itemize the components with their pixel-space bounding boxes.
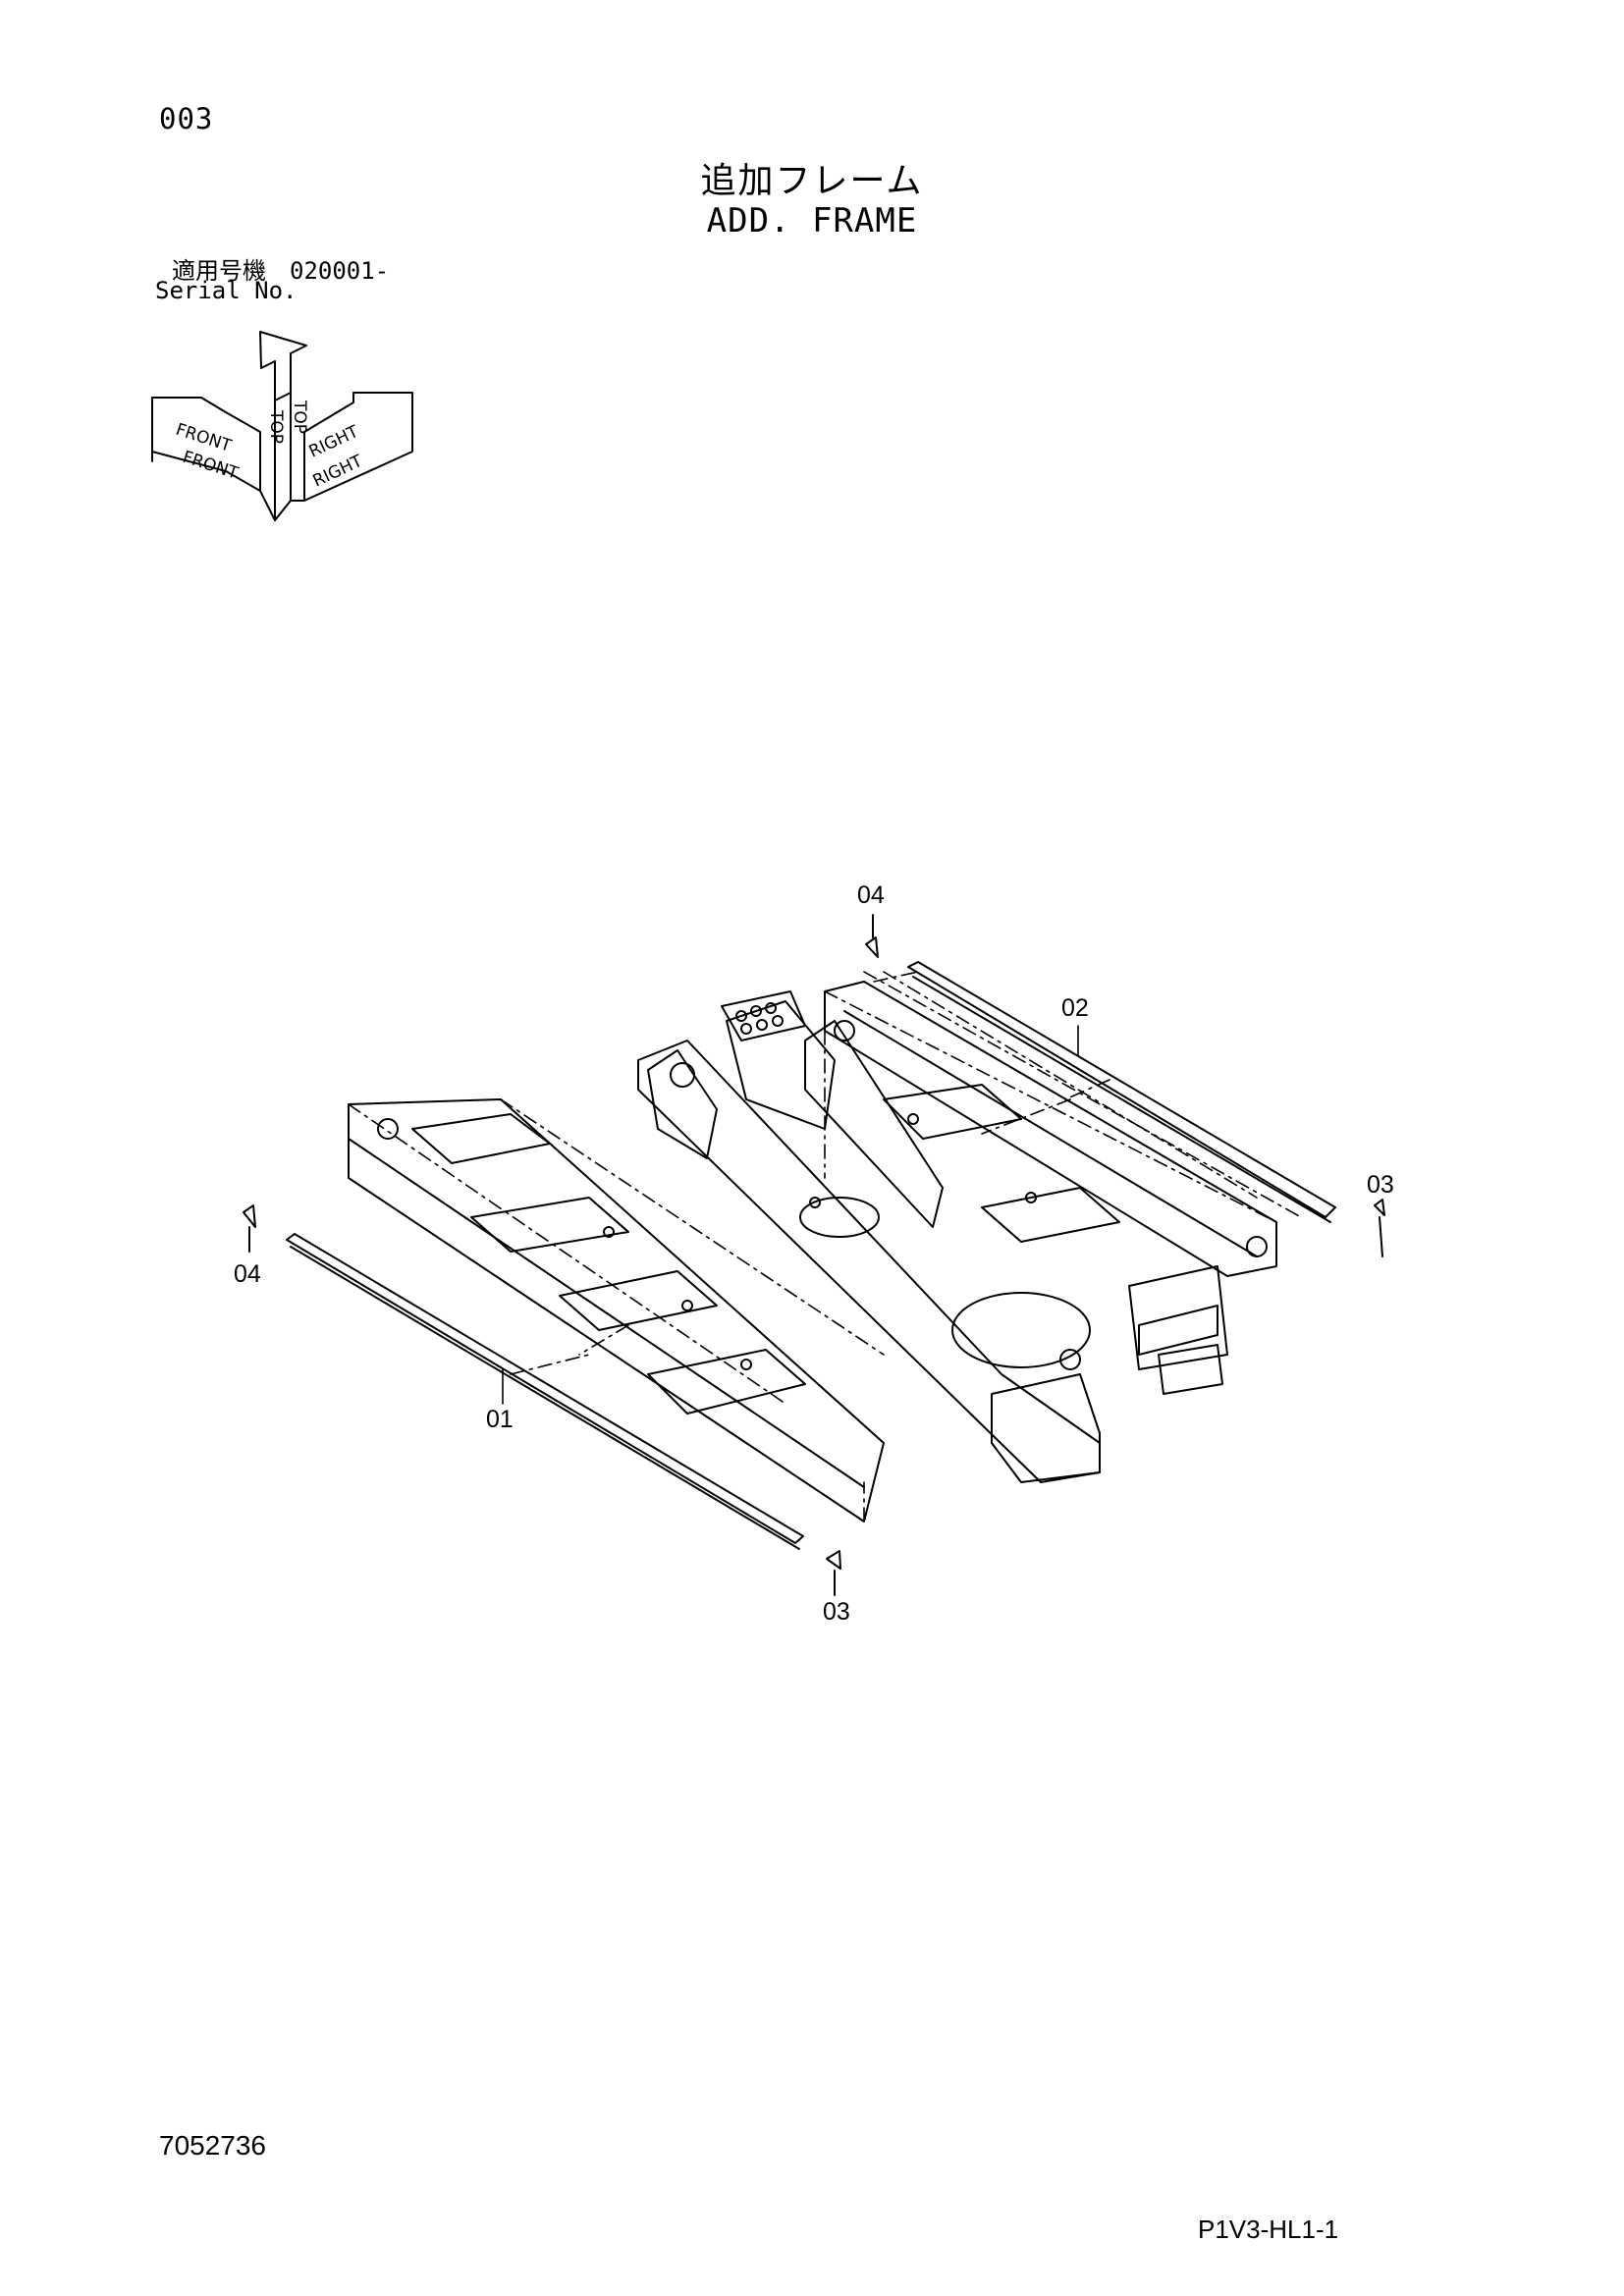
front-arrow-icon	[151, 397, 261, 492]
page-code: 003	[159, 102, 214, 135]
callout-03-right: 03	[1367, 1171, 1394, 1199]
part-03-bolt-right	[1374, 1199, 1385, 1257]
serial-label-japanese: 適用号機 020001-	[172, 257, 390, 285]
page-reference: P1V3-HL1-1	[1198, 2215, 1339, 2244]
frame-assembly	[348, 981, 1277, 1522]
top-label-1: TOP	[290, 400, 309, 434]
callout-04-left: 04	[234, 1260, 261, 1288]
front-label-1: FRONT	[173, 420, 234, 456]
part-04-bolt-top	[865, 914, 879, 958]
assembly-lines	[348, 971, 1302, 1522]
callout-02: 02	[1061, 994, 1089, 1022]
leader-lines	[502, 1025, 1079, 1405]
part-03-bolt-bottom	[826, 1550, 841, 1596]
title-english: ADD. FRAME	[706, 201, 918, 240]
title-japanese: 追加フレーム	[700, 161, 924, 201]
orientation-arrows-icon	[151, 331, 413, 521]
part-02-strip	[907, 961, 1336, 1223]
part-01-strip	[286, 1233, 804, 1550]
top-arrow-icon	[259, 331, 307, 401]
serial-label-english: Serial No.	[155, 277, 298, 304]
document-number: 7052736	[159, 2130, 267, 2161]
part-04-bolt-left	[243, 1204, 256, 1253]
callout-01: 01	[486, 1406, 514, 1433]
front-label-2: FRONT	[180, 448, 241, 484]
callout-03-bottom: 03	[823, 1598, 850, 1626]
callout-04-top: 04	[857, 881, 885, 909]
top-label-2: TOP	[266, 409, 286, 444]
